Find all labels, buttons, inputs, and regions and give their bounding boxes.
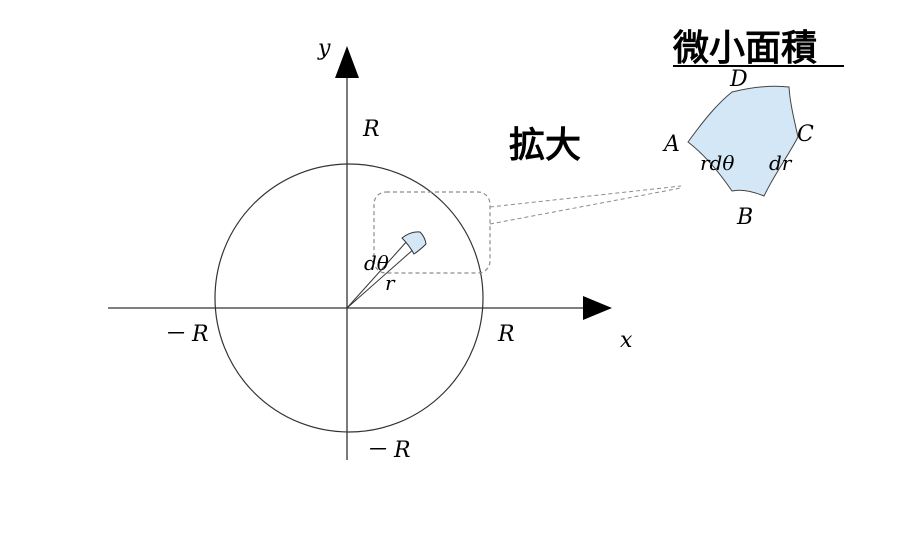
x-axis-arrow — [583, 296, 612, 320]
y-axis-label: y — [317, 36, 331, 61]
magnified-area-element — [687, 85, 799, 197]
radius-circle — [214, 163, 484, 433]
sector-line-lower — [346, 247, 416, 309]
neg-x-tick-label: － R — [163, 322, 209, 347]
x-axis-label: x — [620, 328, 633, 353]
arc-length-label: rdθ — [700, 151, 734, 175]
small-area-element — [401, 231, 427, 255]
corner-label-c: C — [797, 122, 814, 147]
corner-label-d: D — [729, 67, 748, 92]
sector-line-upper — [346, 239, 409, 309]
radius-label: r — [385, 271, 396, 295]
title-label: 微小面積 — [672, 28, 817, 69]
radial-length-label: dr — [769, 151, 793, 175]
angle-label: dθ — [364, 251, 389, 275]
zoom-line-bottom — [489, 187, 682, 225]
zoom-label: 拡大 — [509, 125, 581, 166]
y-axis-arrow — [335, 46, 359, 78]
corner-label-b: B — [736, 205, 753, 230]
zoom-line-top — [489, 185, 682, 208]
zoom-box — [373, 191, 491, 274]
corner-label-a: A — [662, 132, 680, 157]
pos-y-tick-label: R — [362, 117, 380, 142]
pos-x-tick-label: R — [497, 322, 515, 347]
neg-y-tick-label: － R — [365, 438, 411, 463]
